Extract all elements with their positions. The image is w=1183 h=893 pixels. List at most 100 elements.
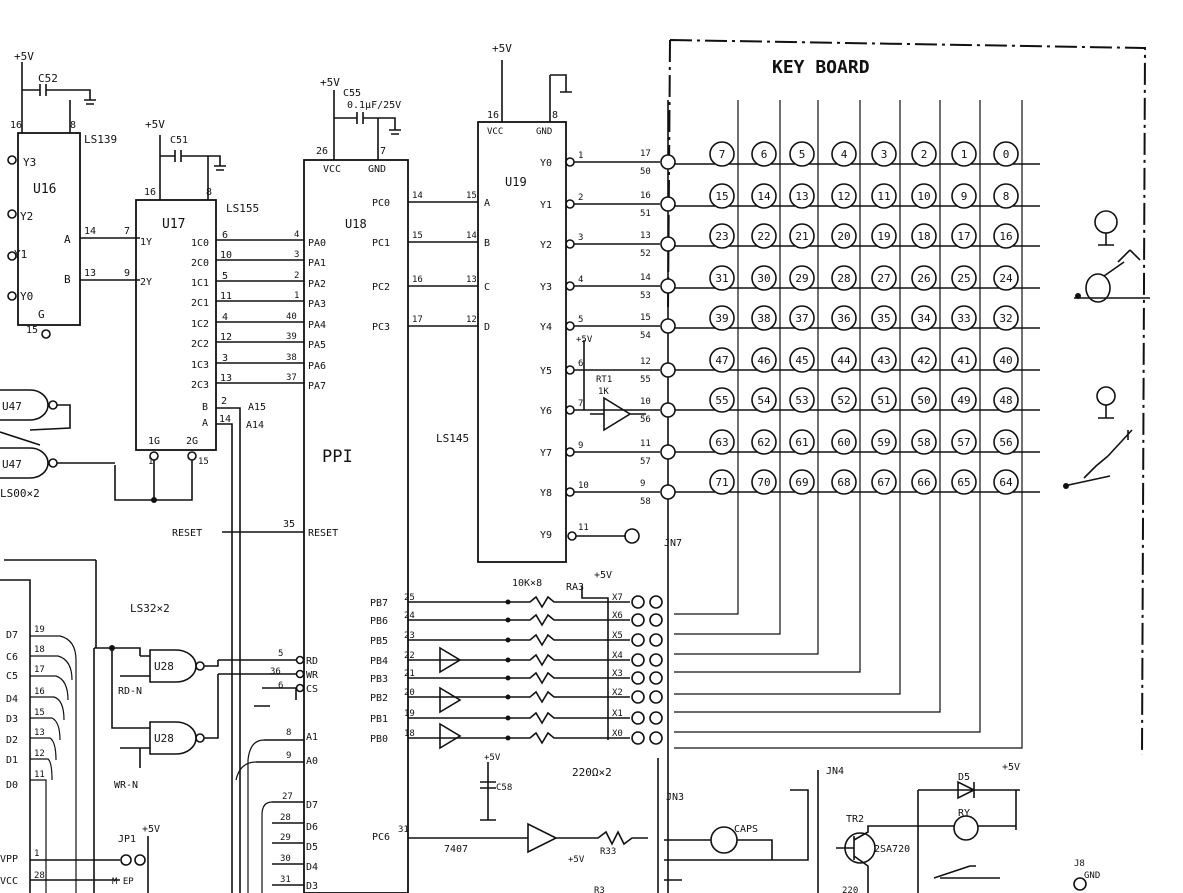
pb-wire — [408, 653, 630, 667]
tr2-type: 2SA720 — [874, 844, 910, 855]
bus-n13: 13 — [34, 728, 45, 738]
jp1-mep: M EP — [112, 877, 134, 887]
key-label: 11 — [877, 190, 890, 203]
u18-n9: 9 — [286, 751, 291, 761]
key-circle — [911, 141, 937, 167]
pc3: PC3 — [372, 322, 390, 333]
key-circle — [871, 429, 897, 455]
pa-n1: 1 — [294, 291, 299, 301]
key-label: 50 — [917, 394, 930, 407]
connector-pin-top: 12 — [640, 357, 651, 367]
u19-output-label: Y5 — [540, 366, 552, 377]
key-label: 23 — [715, 230, 728, 243]
pb-pin: 25 — [404, 593, 415, 603]
key-circle — [911, 223, 937, 249]
reset-in: RESET — [172, 528, 202, 539]
d5-label: D5 — [958, 772, 970, 783]
u17-n1: 1 — [148, 457, 153, 467]
pc6-n: 31 — [398, 825, 409, 835]
key-circle — [993, 223, 1019, 249]
u16-y2: Y2 — [20, 210, 33, 223]
pa0: PA0 — [308, 238, 326, 249]
connector-pin-top: 14 — [640, 273, 651, 283]
u17-n2: 2 — [221, 396, 227, 407]
jp1-vcc: +5V — [142, 824, 160, 835]
connector-pin-bottom: 51 — [640, 209, 651, 219]
pb-port-label: PB0 — [370, 734, 388, 745]
key-circle — [911, 347, 937, 373]
connector-pin-top: 10 — [640, 397, 651, 407]
u16-y0: Y0 — [20, 290, 33, 303]
key-column-wire — [674, 100, 819, 655]
r3-label: R3 — [594, 886, 605, 893]
column-connector-node — [649, 690, 663, 704]
pa-n39: 39 — [286, 332, 297, 342]
key-circle — [911, 387, 937, 413]
key-circle — [789, 183, 815, 209]
key-label: 63 — [715, 436, 728, 449]
pb-pin: 23 — [404, 631, 415, 641]
key-label: 48 — [999, 394, 1012, 407]
u18-vcc-rail: +5V — [320, 76, 340, 89]
key-label: 33 — [957, 312, 970, 325]
key-circle — [751, 223, 777, 249]
key-label: 24 — [999, 272, 1013, 285]
key-label: 55 — [715, 394, 728, 407]
pa-n40: 40 — [286, 312, 297, 322]
column-connector-node — [649, 595, 663, 609]
u18-n27: 27 — [282, 792, 293, 802]
key-circle — [709, 223, 735, 249]
u19-label: U19 — [505, 175, 527, 189]
key-circle — [831, 429, 857, 455]
key-column-wire — [674, 100, 781, 635]
key-label: 60 — [837, 436, 850, 449]
key-circle — [789, 305, 815, 331]
key-label: 44 — [837, 354, 851, 367]
u19-type: LS145 — [436, 432, 469, 445]
key-circle — [911, 469, 937, 495]
key-label: 29 — [795, 272, 808, 285]
key-label: 6 — [761, 148, 768, 161]
u17-a14: A14 — [246, 420, 264, 431]
ls32-wr-n: WR-N — [114, 780, 138, 791]
key-circle — [831, 141, 857, 167]
u16-a: A — [64, 233, 71, 246]
key-label: 16 — [999, 230, 1012, 243]
jn7-label: JN7 — [664, 538, 682, 549]
d5-vcc: +5V — [1002, 762, 1020, 773]
key-circle — [951, 183, 977, 209]
u17-1c3: 1C3 — [191, 360, 209, 371]
u16-g: G — [38, 308, 45, 321]
key-label: 34 — [917, 312, 931, 325]
u16-y3: Y3 — [23, 156, 36, 169]
u17-n3: 3 — [222, 353, 228, 364]
key-circle — [993, 183, 1019, 209]
connector-pin-bottom: 57 — [640, 457, 651, 467]
u19-output-pin: 3 — [578, 233, 583, 243]
key-column-wire — [674, 100, 981, 733]
key-circle — [789, 223, 815, 249]
u17-n10: 10 — [220, 250, 232, 261]
key-circle — [831, 265, 857, 291]
key-label: 41 — [957, 354, 970, 367]
key-label: 42 — [917, 354, 930, 367]
u19-output-label: Y2 — [540, 240, 552, 251]
bus-d0: D0 — [6, 780, 18, 791]
u16-y1: Y1 — [14, 248, 27, 261]
key-circle — [993, 429, 1019, 455]
pc-n17: 17 — [412, 315, 423, 325]
pc-n16: 16 — [412, 275, 423, 285]
key-label: 35 — [877, 312, 890, 325]
u18-n29: 29 — [280, 833, 291, 843]
ls32-label: LS32×2 — [130, 602, 170, 615]
u19-vcc: +5V — [492, 42, 512, 55]
connector-node — [660, 196, 676, 212]
key-label: 71 — [715, 476, 728, 489]
ry-label: RY — [958, 808, 970, 819]
key-circle — [831, 183, 857, 209]
pa-n4: 4 — [294, 230, 299, 240]
column-connector-node — [649, 671, 663, 685]
key-circle — [951, 387, 977, 413]
